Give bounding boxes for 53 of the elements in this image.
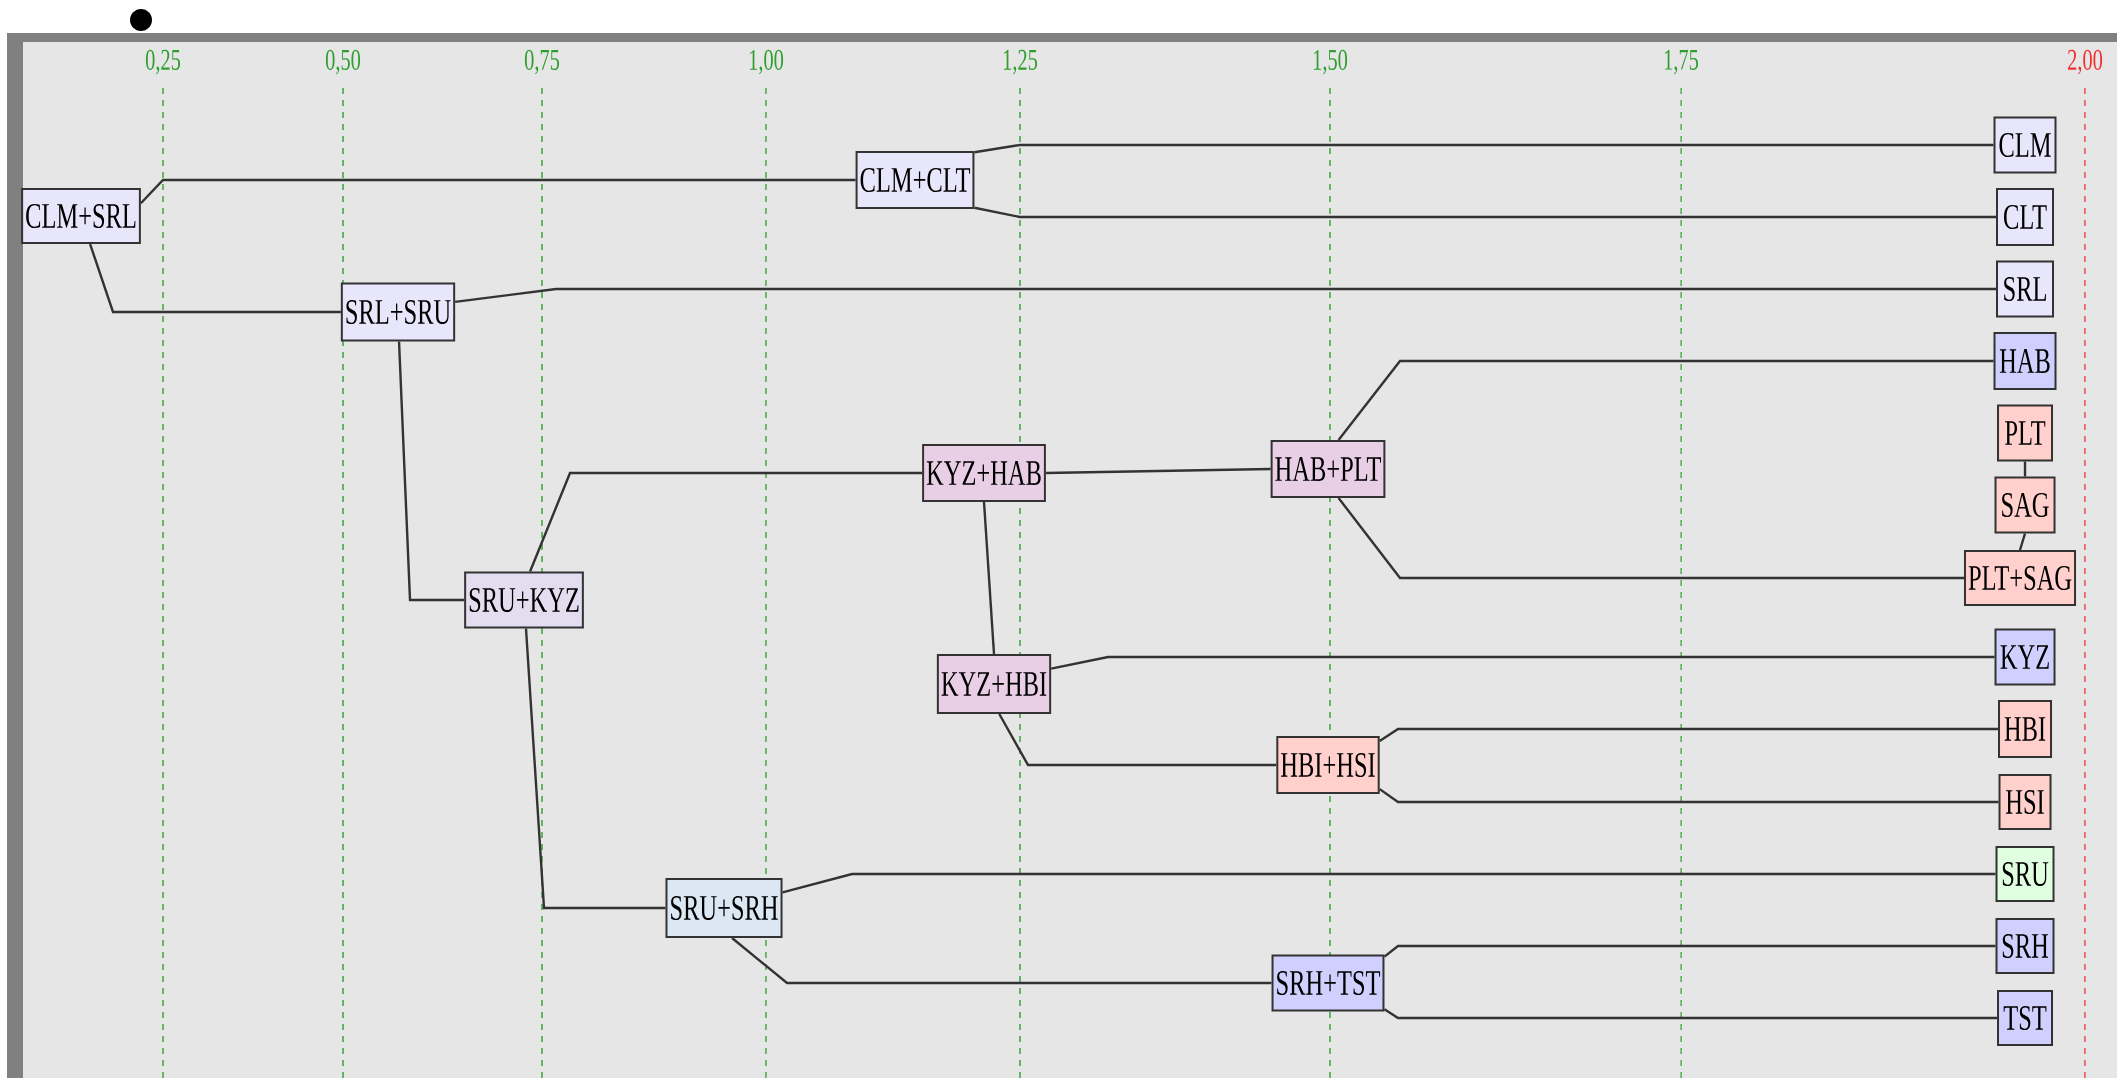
cluster-box: KYZ+HBI [936, 654, 1052, 714]
connector-line [1050, 655, 1995, 670]
leaf-box: CLM [1993, 116, 2057, 174]
connector-line [2018, 533, 2027, 551]
connector-line [731, 937, 1272, 985]
connector-line [974, 143, 1994, 154]
leaf-box: SRL [1996, 260, 2054, 318]
connector-line [88, 243, 341, 314]
connector-line [1383, 1008, 1997, 1020]
leaf-box: SRU [1995, 846, 2055, 902]
tick-label: 0,75 [524, 49, 560, 75]
tick-label: 0,25 [145, 49, 181, 75]
cluster-box: CLM+CLT [855, 151, 975, 209]
leaf-box: PLT [1997, 404, 2053, 462]
tick-label: 1,25 [1003, 49, 1038, 75]
tick-label: 1,75 [1664, 49, 1699, 75]
cluster-box: HAB+PLT [1270, 440, 1386, 498]
leaf-box: KYZ [1994, 628, 2056, 686]
cluster-box: KYZ+HAB [922, 444, 1046, 502]
connector-line [455, 287, 1996, 304]
connector-line [528, 471, 923, 572]
connector-line [782, 872, 1996, 894]
cluster-box: HBI+HSI [1276, 736, 1380, 794]
cluster-box: SRH+TST [1271, 954, 1385, 1012]
leaf-box: HSI [1998, 774, 2052, 830]
connector-line [1337, 497, 1964, 580]
leaf-box: SAG [1994, 476, 2056, 534]
leaf-box: TST [1997, 990, 2053, 1046]
tick-label: 2,00 [2068, 49, 2103, 75]
connector-line [1383, 944, 1996, 958]
connector-line [1379, 788, 1999, 804]
cluster-box: SRU+SRH [665, 878, 783, 938]
leaf-box: PLT+SAG [1964, 550, 2077, 606]
cluster-box: SRU+KYZ [464, 571, 584, 629]
connector-line [1379, 727, 1998, 742]
connector-line [998, 713, 1277, 767]
connector-line [397, 341, 465, 602]
leaf-box: SRH [1995, 918, 2055, 974]
connector-line [140, 178, 856, 205]
leaf-box: HBI [1998, 700, 2052, 758]
connector-line [1337, 359, 1994, 441]
tick-label: 1,50 [1313, 49, 1348, 75]
cluster-box: SRL+SRU [340, 282, 456, 342]
tick-label: 1,00 [749, 49, 784, 75]
cluster-box: CLM+SRL [21, 188, 141, 244]
connector-line [2023, 461, 2027, 477]
connector-line [982, 501, 996, 655]
connector-line [524, 628, 666, 910]
connector-line [1045, 467, 1271, 475]
connector-line [974, 206, 1996, 219]
leaf-box: CLT [1996, 188, 2054, 246]
leaf-box: HAB [1993, 332, 2057, 390]
tick-label: 0,50 [325, 49, 361, 75]
